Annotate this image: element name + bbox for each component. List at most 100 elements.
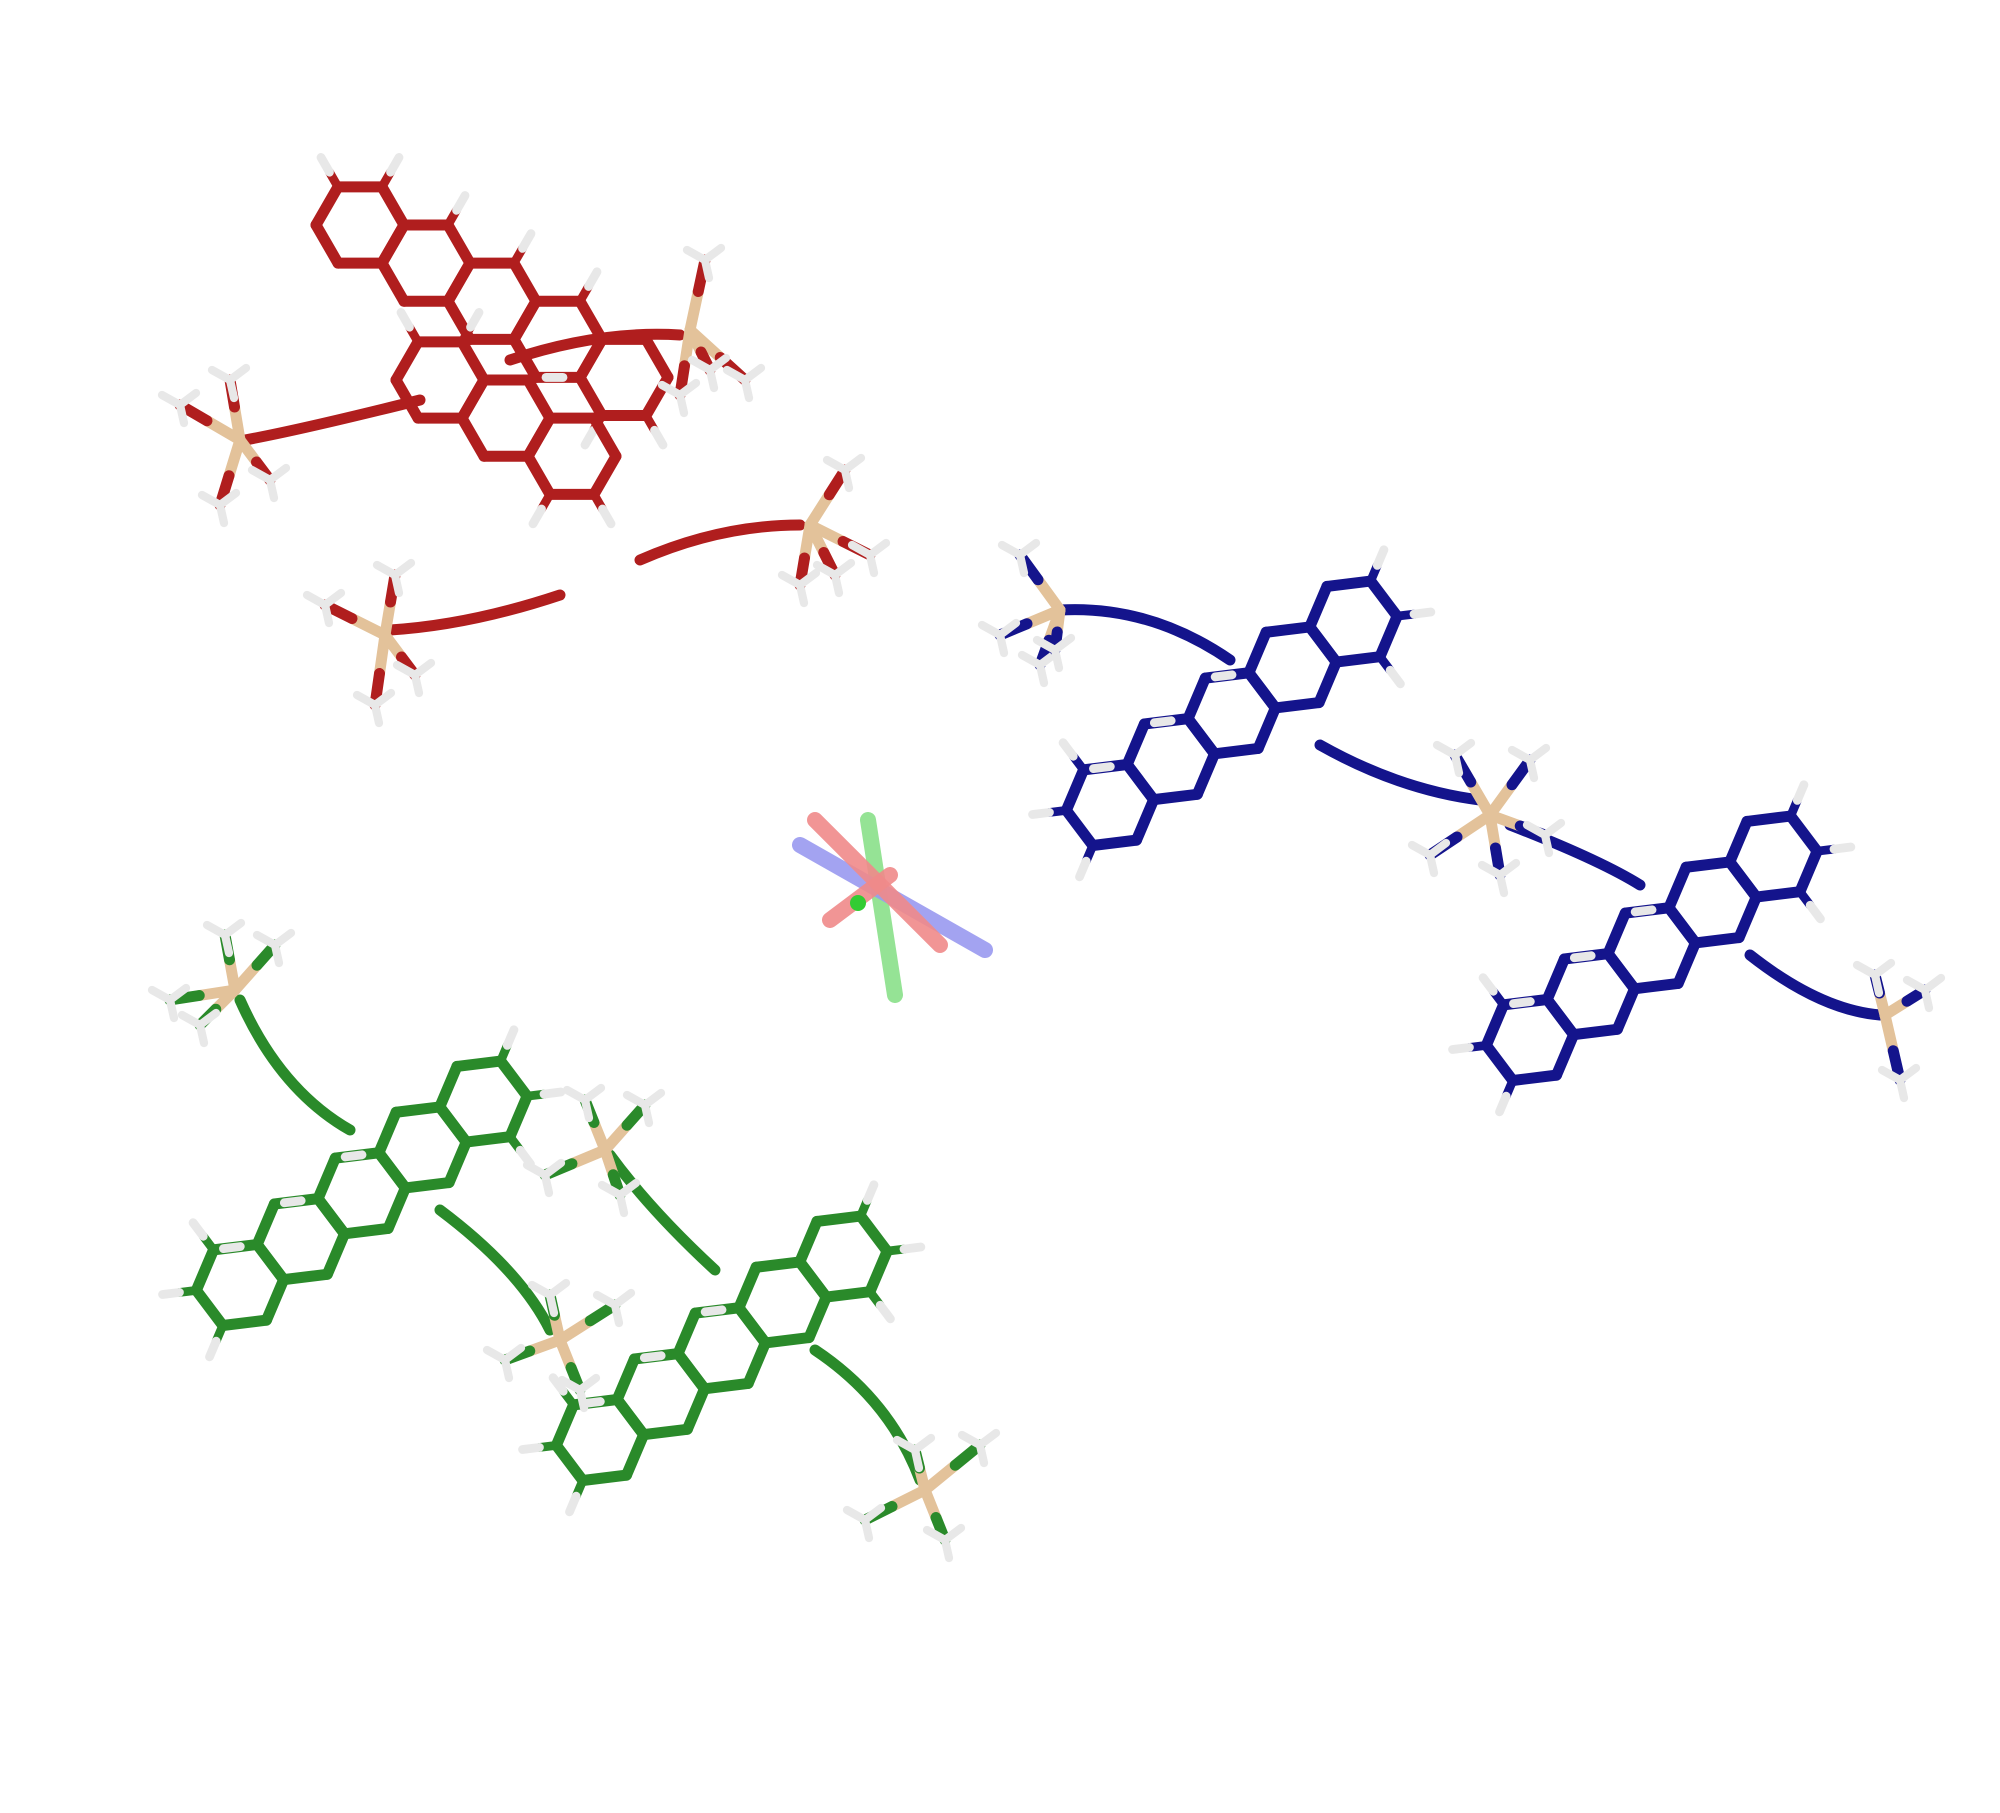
hydrogen-atom: [528, 504, 546, 529]
ring-bond: [522, 374, 556, 424]
hydrogen-atom: [840, 465, 854, 493]
ring-bond: [312, 1193, 351, 1240]
hydrogen-atom: [675, 390, 689, 418]
ring-bond: [1541, 953, 1570, 1005]
hydrogen-atom: [565, 1491, 581, 1517]
ring-bond: [638, 1423, 693, 1441]
ring-bond: [577, 1469, 632, 1487]
hydrogen-atom: [279, 1196, 306, 1208]
si-c-bond: [1879, 1009, 1899, 1057]
hydrogen-atom: [220, 930, 234, 958]
ring-bond: [390, 1101, 446, 1118]
si-c-bond: [229, 401, 246, 446]
ring-bond: [312, 1152, 341, 1205]
ring-bond: [1689, 932, 1745, 949]
si-c-bond: [1484, 779, 1518, 821]
hydrogen-atom: [575, 1385, 589, 1413]
hydrogen-atom: [270, 940, 284, 968]
blue-molecule-dimer: [977, 538, 1946, 1117]
ring-bond: [1507, 1069, 1562, 1087]
ring-bond: [1480, 1039, 1519, 1087]
ring-bond: [864, 1245, 893, 1298]
ring-bond: [376, 219, 410, 269]
hydrogen-atom: [205, 1336, 221, 1362]
hydrogen-atom: [1870, 970, 1884, 998]
hydrogen-atom: [539, 1087, 566, 1099]
hydrogen-atom: [500, 1355, 514, 1383]
hydrogen-atom: [910, 1445, 924, 1473]
ring-bond: [1182, 713, 1221, 760]
si-c-bond: [886, 1484, 931, 1512]
hydrogen-atom: [1450, 750, 1464, 778]
ring-bond: [750, 1256, 806, 1273]
hydrogen-atom: [795, 580, 809, 608]
hydrogen-atom: [1149, 716, 1176, 728]
hydrogen-atom: [584, 267, 602, 291]
hydrogen-atom: [1372, 545, 1389, 570]
ring-bond: [1541, 993, 1580, 1041]
hydrogen-atom: [1448, 1043, 1474, 1054]
hydrogen-atom: [1425, 850, 1439, 878]
ring-bond: [1321, 575, 1377, 592]
hydrogen-atom: [502, 1025, 519, 1050]
ring-bond: [443, 1136, 472, 1189]
hydrogen-atom: [452, 191, 470, 215]
hydrogen-atom: [940, 1535, 954, 1563]
si-c-bond: [919, 1459, 961, 1496]
hydrogen-atom: [195, 1020, 209, 1048]
ring-bond: [376, 257, 410, 307]
hydrogen-atom: [175, 400, 189, 428]
ring-bond: [251, 1198, 280, 1250]
hydrogen-atom: [640, 1100, 654, 1128]
ring-bond: [310, 219, 344, 269]
ring-bond: [1672, 937, 1701, 989]
ring-bond: [1724, 815, 1753, 868]
ring-bond: [442, 219, 476, 269]
hydrogen-atom: [1210, 670, 1237, 682]
ring-bond: [1750, 886, 1806, 903]
hydrogen-atom: [580, 425, 598, 450]
hydrogen-atom: [545, 1290, 559, 1318]
ring-bond: [1794, 845, 1823, 898]
hydrogen-atom: [518, 1443, 544, 1454]
si-c-bond: [379, 596, 396, 641]
ring-bond: [522, 412, 556, 462]
hydrogen-atom: [518, 229, 536, 253]
hydrogen-atom: [1920, 985, 1934, 1013]
red-molecule-dimer: [157, 153, 891, 728]
ring-bond: [456, 374, 490, 424]
ring-bond: [434, 1060, 463, 1113]
ring-bond: [190, 1244, 220, 1296]
hydrogen-atom: [548, 1373, 568, 1396]
ring-bond: [1304, 621, 1342, 668]
hydrogen-atom: [320, 600, 334, 628]
curved-bond: [604, 1149, 721, 1276]
ring-bond: [611, 1353, 640, 1405]
ring-bond: [278, 1268, 333, 1286]
si-c-bond: [1032, 574, 1066, 616]
si-c-bond: [1451, 809, 1496, 843]
ring-bond: [508, 295, 542, 345]
hydrogen-atom: [1540, 830, 1554, 858]
ring-bond: [1602, 948, 1641, 995]
ring-bond: [672, 1307, 701, 1360]
ring-bond: [190, 1284, 229, 1332]
ring-bond: [1480, 999, 1510, 1051]
ring-bond: [1121, 758, 1160, 806]
hydrogen-atom: [639, 1351, 666, 1363]
hydrogen-atom: [875, 1300, 895, 1324]
ring-bond: [1330, 651, 1386, 668]
hydrogen-atom: [700, 255, 714, 283]
hydrogen-atom: [1385, 665, 1405, 689]
hydrogen-atom: [860, 1515, 874, 1543]
hydrogen-atom: [396, 308, 414, 332]
hydrogen-atom: [1028, 808, 1054, 819]
ring-bond: [434, 1101, 472, 1148]
hydrogen-atom: [1509, 997, 1535, 1009]
hydrogen-atom: [1409, 607, 1436, 619]
hydrogen-atom: [265, 475, 279, 503]
ring-bond: [1130, 794, 1160, 846]
si-c-bond: [566, 1144, 611, 1170]
ring-bond: [1182, 672, 1211, 725]
ring-bond: [1252, 702, 1281, 754]
